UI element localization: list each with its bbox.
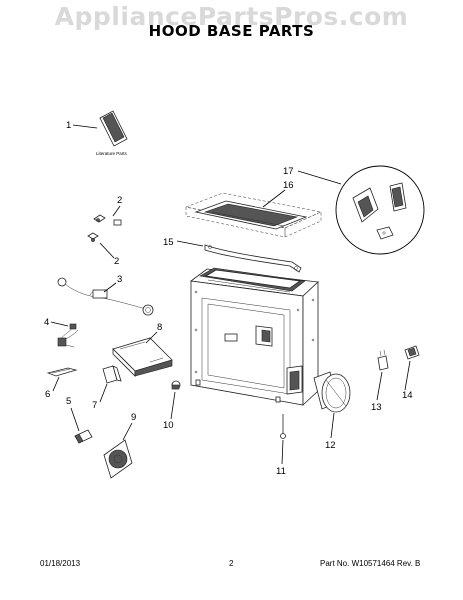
part-14-terminal[interactable] — [404, 345, 420, 360]
part-1-literature[interactable] — [99, 110, 128, 147]
callout-3: 3 — [117, 274, 122, 285]
part-10-thermostat[interactable] — [171, 380, 181, 390]
callout-2a: 2 — [117, 195, 122, 206]
part-9-blower[interactable] — [103, 439, 133, 479]
callout-9: 9 — [131, 412, 136, 423]
callout-2b: 2 — [114, 256, 119, 267]
part-17-kit[interactable] — [335, 165, 425, 255]
footer-part-number: Part No. W10571464 Rev. B — [320, 559, 421, 568]
callout-7: 7 — [92, 400, 97, 411]
part-15-grille-strip[interactable] — [204, 244, 302, 273]
watermark-logo: AppliancePartsPros.com — [54, 2, 409, 31]
part-5-fuse[interactable] — [74, 429, 93, 444]
page-title: HOOD BASE PARTS — [148, 22, 315, 40]
callout-14: 14 — [402, 390, 413, 401]
hood-base-housing[interactable] — [189, 267, 319, 406]
callout-17: 17 — [283, 166, 294, 177]
part-7-module[interactable] — [102, 365, 122, 384]
part-6-bracket[interactable] — [46, 367, 78, 377]
literature-label: Literature Parts — [96, 151, 128, 156]
callout-1: 1 — [66, 120, 71, 131]
callout-10: 10 — [163, 420, 174, 431]
callout-8: 8 — [157, 322, 162, 333]
part-2-clips[interactable] — [87, 214, 122, 242]
callout-11: 11 — [276, 466, 286, 477]
callout-13: 13 — [371, 402, 382, 413]
callout-5: 5 — [66, 396, 71, 407]
part-4-switch[interactable] — [57, 323, 79, 348]
part-11-screw[interactable] — [280, 414, 286, 439]
footer-page-number: 2 — [229, 559, 234, 568]
callout-6: 6 — [45, 389, 50, 400]
part-12-damper[interactable] — [313, 371, 351, 413]
footer-date: 01/18/2013 — [40, 559, 81, 568]
callout-16: 16 — [283, 180, 294, 191]
part-8-control-box[interactable] — [112, 337, 173, 377]
callout-4: 4 — [44, 317, 49, 328]
part-3-wire-harness[interactable] — [57, 277, 154, 316]
part-13-relay[interactable] — [377, 349, 389, 371]
callout-12: 12 — [325, 440, 336, 451]
part-16-filter-tray[interactable] — [185, 192, 322, 238]
callout-15: 15 — [163, 237, 174, 248]
